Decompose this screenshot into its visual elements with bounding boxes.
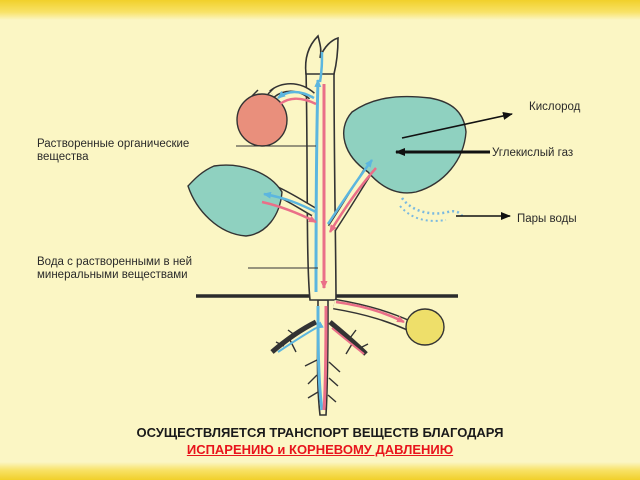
organic-label-line2: вещества: [37, 151, 89, 163]
water-label-line2: минеральными веществами: [37, 269, 188, 281]
organic-label-line1: Растворенные органические: [37, 138, 190, 150]
organic-substances-label: Растворенные органические вещества: [37, 138, 189, 164]
water-minerals-label: Вода с растворенными в ней минеральными …: [37, 256, 192, 282]
bottom-band: [0, 462, 640, 480]
stem: [305, 69, 337, 301]
caption: ОСУЩЕСТВЛЯЕТСЯ ТРАНСПОРТ ВЕЩЕСТВ БЛАГОДА…: [0, 424, 640, 458]
vapor-dots: [400, 197, 464, 217]
caption-line1: ОСУЩЕСТВЛЯЕТСЯ ТРАНСПОРТ ВЕЩЕСТВ БЛАГОДА…: [136, 425, 504, 440]
oxygen-arrow: [401, 112, 513, 139]
tuber: [405, 308, 445, 346]
left-leaf: [187, 164, 283, 237]
caption-line2: ИСПАРЕНИЮ и КОРНЕВОМУ ДАВЛЕНИЮ: [186, 442, 454, 457]
top-band: [0, 0, 640, 20]
co2-label: Углекислый газ: [492, 147, 574, 159]
oxygen-label: Кислород: [529, 101, 581, 113]
fruit: [236, 93, 288, 147]
water-vapor-label: Пары воды: [517, 213, 577, 225]
water-label-line1: Вода с растворенными в ней: [37, 256, 193, 268]
